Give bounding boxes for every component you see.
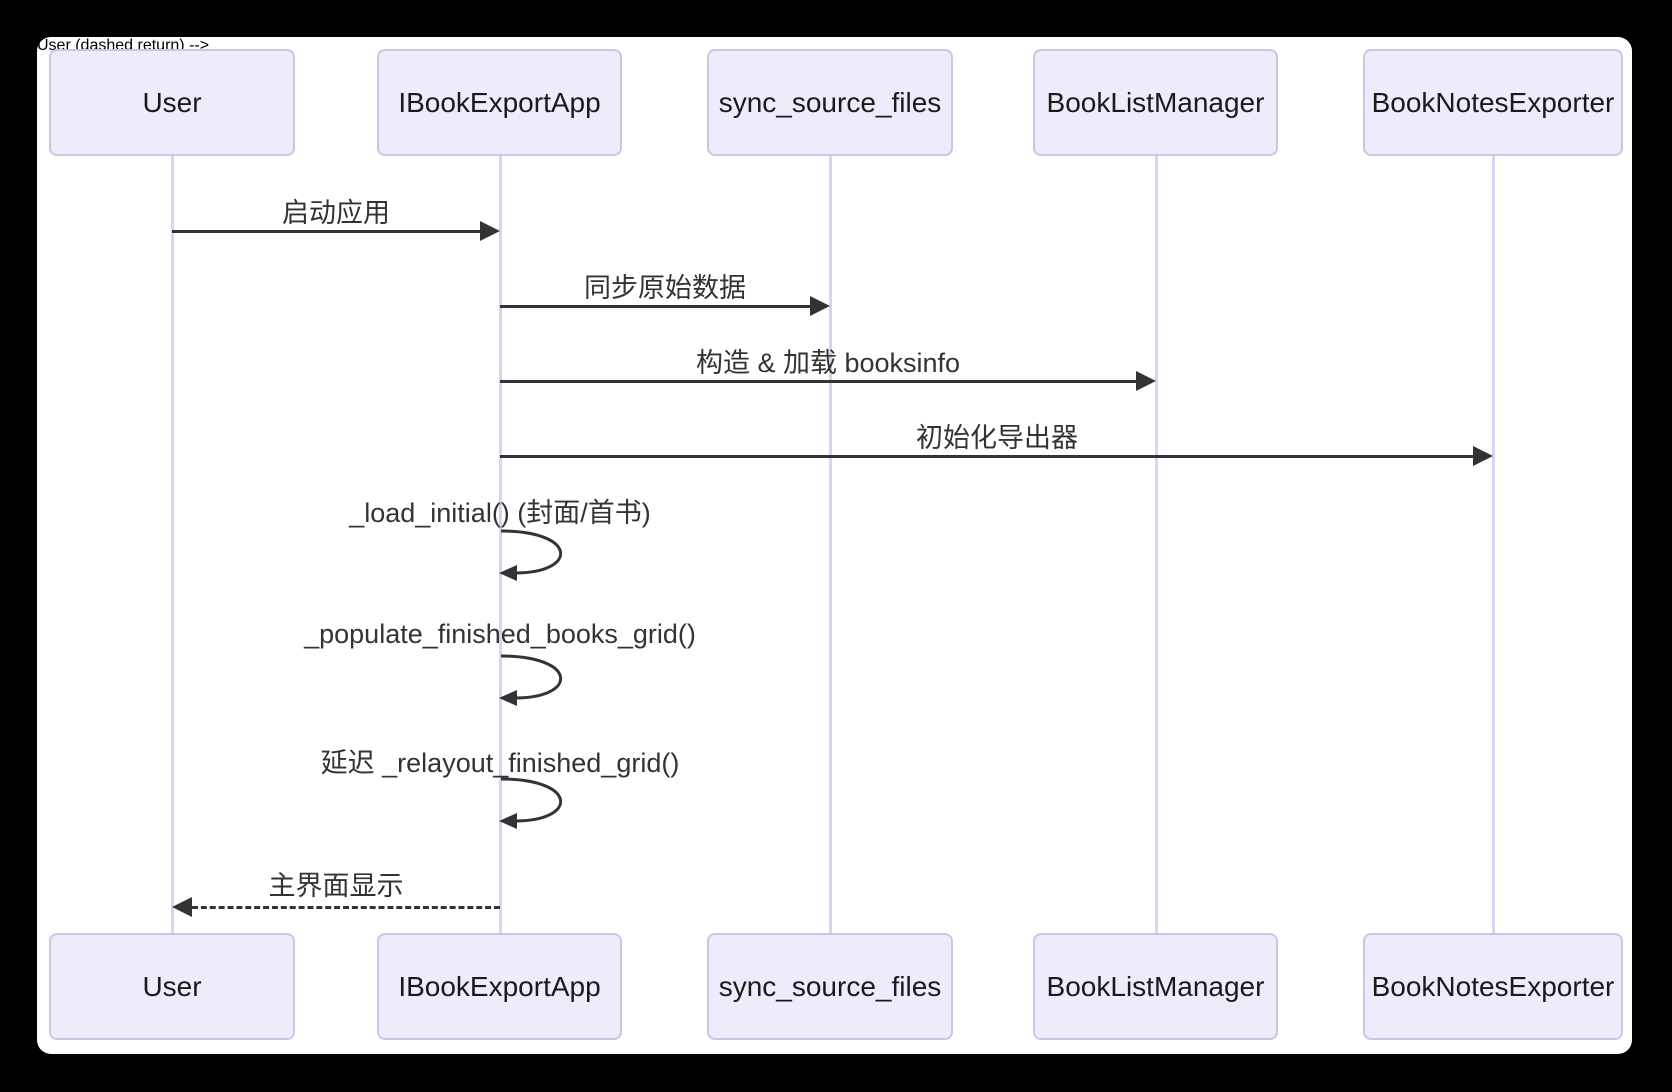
actor-box-booklistmanager-bottom: BookListManager bbox=[1033, 933, 1278, 1040]
actor-label: BookNotesExporter bbox=[1371, 970, 1615, 1002]
self-loop-arrow bbox=[499, 777, 562, 829]
lifeline-booklistmanager bbox=[1154, 156, 1158, 933]
message-arrow-init-exporter bbox=[500, 446, 1493, 466]
actor-box-sync-source-files-bottom: sync_source_files bbox=[707, 933, 953, 1040]
message-arrow-load-booksinfo bbox=[500, 371, 1156, 391]
message-label-main-ui-shown: 主界面显示 bbox=[268, 871, 404, 901]
actor-label: sync_source_files bbox=[718, 970, 942, 1002]
message-label-load-booksinfo: 构造 & 加载 booksinfo bbox=[695, 348, 961, 378]
lifeline-ibookexportapp bbox=[498, 156, 502, 933]
message-label-start-app: 启动应用 bbox=[282, 198, 390, 228]
actor-label: IBookExportApp bbox=[398, 86, 601, 118]
message-label-load-initial: _load_initial() (封面/首书) bbox=[349, 498, 651, 528]
actor-box-user-top: User bbox=[49, 49, 295, 156]
message-label-sync-raw-data: 同步原始数据 bbox=[584, 273, 746, 303]
actor-label: BookNotesExporter bbox=[1371, 86, 1615, 118]
message-arrow-sync-raw-data bbox=[500, 296, 830, 316]
arrowhead-left-icon bbox=[172, 897, 192, 917]
actor-label: IBookExportApp bbox=[398, 970, 601, 1002]
lifeline-booknotesexporter bbox=[1491, 156, 1495, 933]
actor-box-sync-source-files-top: sync_source_files bbox=[707, 49, 953, 156]
message-label-init-exporter: 初始化导出器 bbox=[916, 423, 1078, 453]
self-loop-arrow bbox=[499, 654, 562, 706]
actor-box-booknotesexporter-top: BookNotesExporter bbox=[1363, 49, 1623, 156]
arrowhead-right-icon bbox=[1473, 446, 1493, 466]
sequence-diagram-canvas: User IBookExportApp sync_source_files Bo… bbox=[37, 37, 1632, 1054]
actor-box-user-bottom: User bbox=[49, 933, 295, 1040]
actor-box-ibookexportapp-bottom: IBookExportApp bbox=[377, 933, 622, 1040]
message-label-relayout-finished-grid: 延迟 _relayout_finished_grid() bbox=[320, 748, 680, 778]
actor-label: User bbox=[142, 86, 202, 118]
message-arrow-start-app bbox=[172, 221, 500, 241]
lifeline-user bbox=[170, 156, 174, 933]
actor-label: sync_source_files bbox=[718, 86, 942, 118]
message-arrow-main-ui-shown bbox=[172, 897, 500, 917]
actor-label: BookListManager bbox=[1046, 970, 1265, 1002]
actor-label: User bbox=[142, 970, 202, 1002]
actor-box-booklistmanager-top: BookListManager bbox=[1033, 49, 1278, 156]
arrowhead-right-icon bbox=[480, 221, 500, 241]
self-loop-arrow bbox=[499, 529, 562, 581]
message-label-populate-finished-books-grid: _populate_finished_books_grid() bbox=[304, 619, 696, 649]
actor-box-booknotesexporter-bottom: BookNotesExporter bbox=[1363, 933, 1623, 1040]
actor-label: BookListManager bbox=[1046, 86, 1265, 118]
arrowhead-right-icon bbox=[810, 296, 830, 316]
actor-box-ibookexportapp-top: IBookExportApp bbox=[377, 49, 622, 156]
lifeline-sync-source-files bbox=[828, 156, 832, 933]
arrowhead-right-icon bbox=[1136, 371, 1156, 391]
